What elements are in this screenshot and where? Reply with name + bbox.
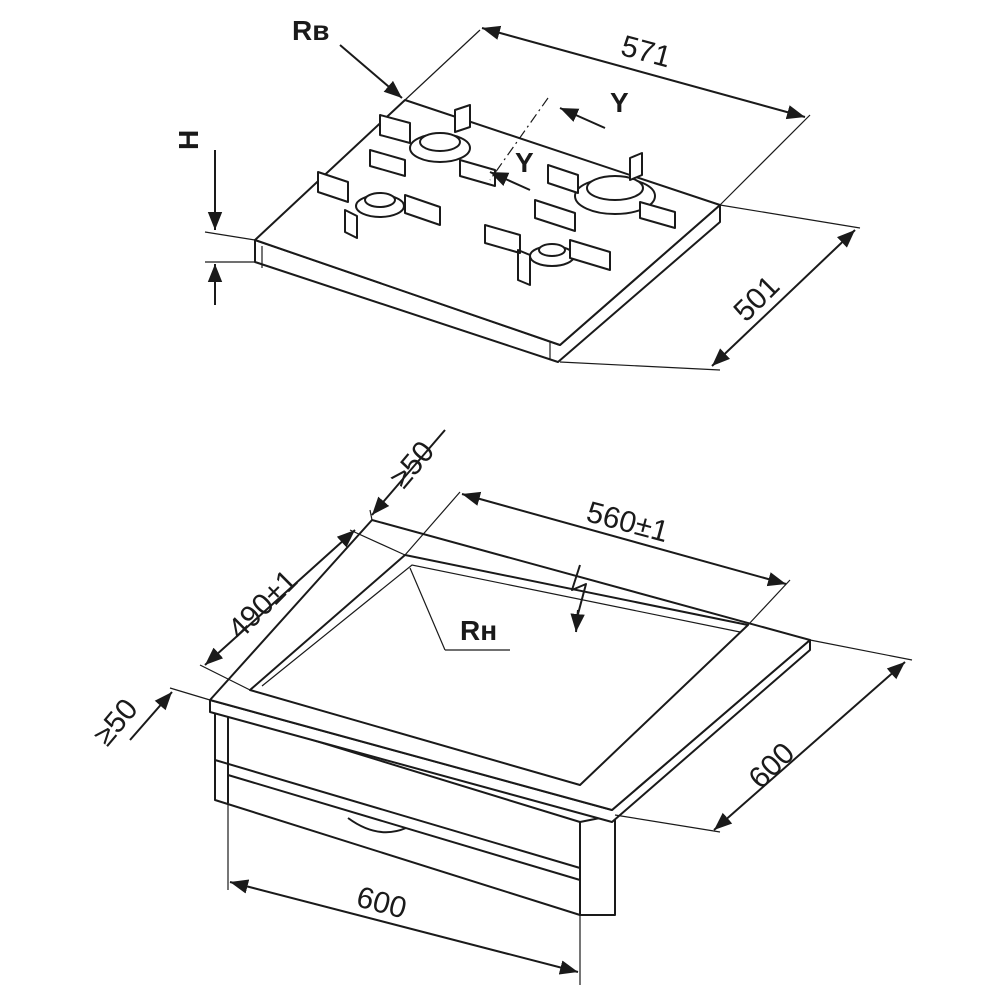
dim-cutout-width: 560±1 [583, 496, 672, 549]
section-label-y-bottom: Y [515, 147, 534, 178]
hob-drawing: Y Y Rв 571 501 H [173, 15, 861, 371]
dim-height-h: H [173, 130, 204, 150]
burner-front-left [317, 171, 441, 239]
section-label-y-top: Y [610, 87, 629, 118]
cabinet-side [579, 814, 616, 916]
burner-back-left [369, 104, 496, 187]
burner-front-right [484, 224, 611, 286]
dim-cabinet-width: 600 [353, 881, 410, 926]
dim-depth-501: 501 [727, 269, 786, 328]
label-rn: Rн [460, 615, 497, 646]
label-rv: Rв [292, 15, 329, 46]
cabinet-drawing: Rн ≥50 560±1 490±1 ≥50 600 600 [87, 429, 913, 985]
dim-clearance-front: ≥50 [87, 693, 144, 752]
drawer-handle [347, 817, 407, 834]
dim-cabinet-depth: 600 [742, 737, 801, 796]
burner-large-right [534, 152, 676, 232]
hob-top-surface [254, 99, 721, 346]
